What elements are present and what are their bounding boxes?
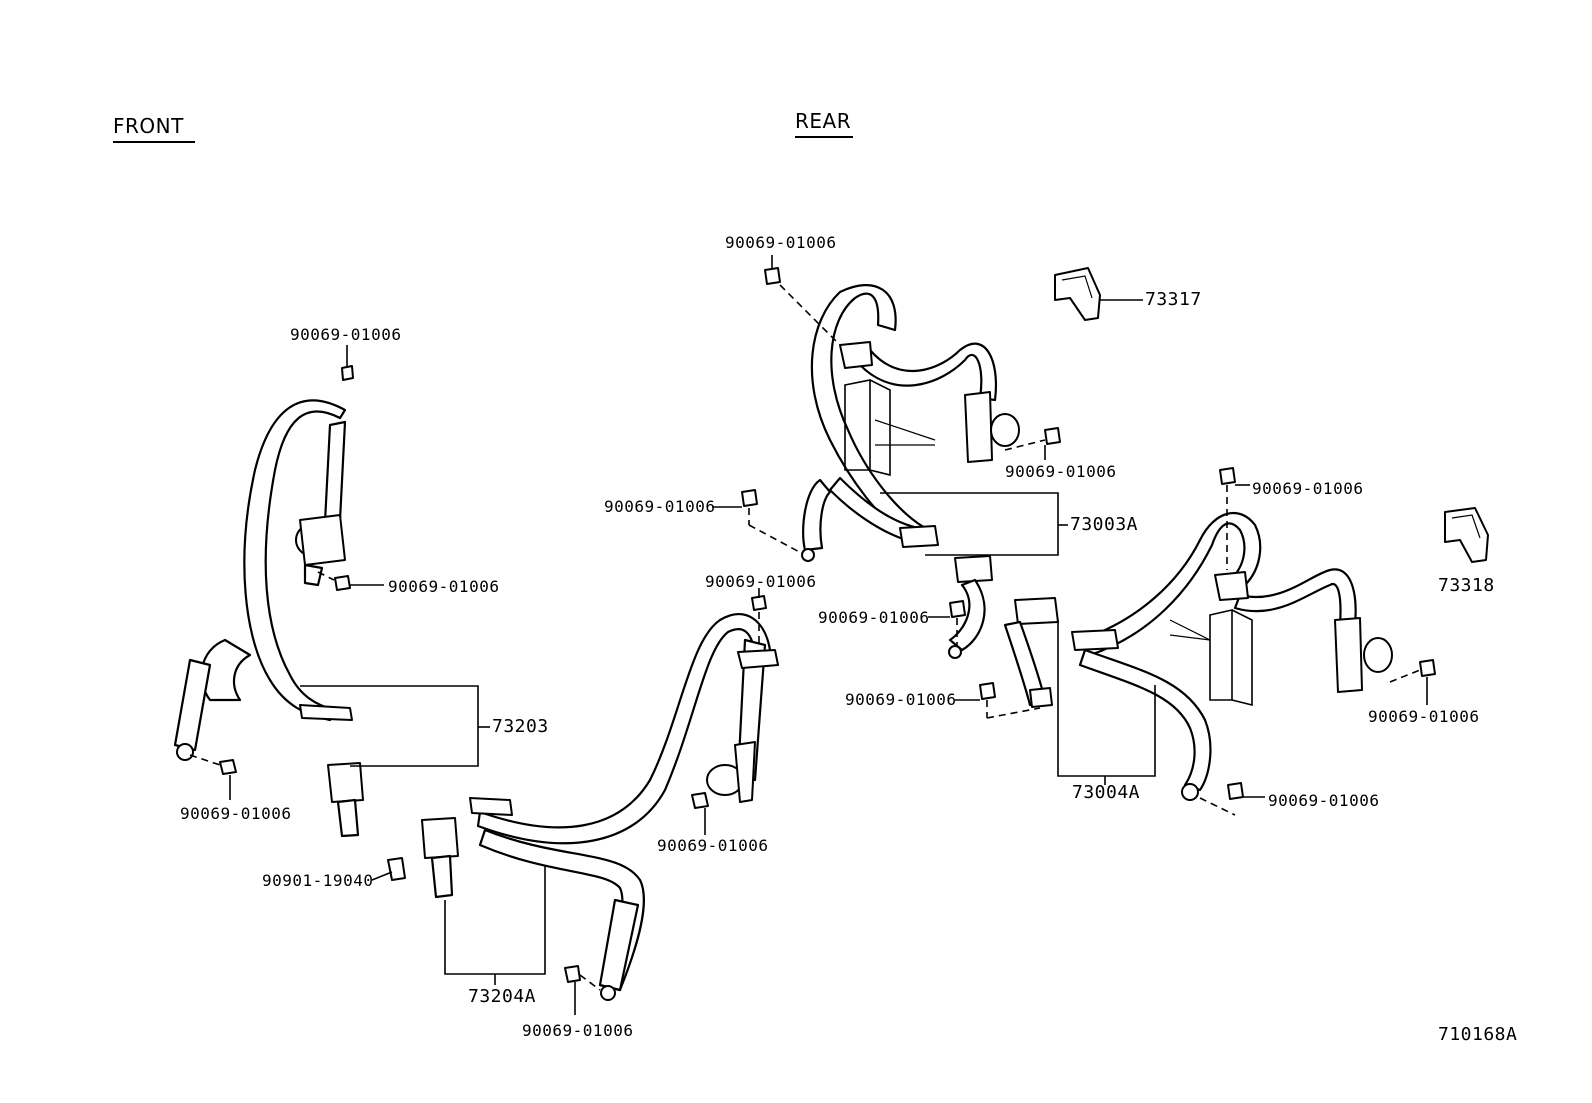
label-bolt-rear-right-anchor: 90069-01006 <box>1268 791 1380 810</box>
label-bolt-rear-center-1: 90069-01006 <box>818 608 930 627</box>
label-73317: 73317 <box>1145 289 1202 310</box>
front-bolts <box>189 345 406 881</box>
label-bolt-front-retractor: 90069-01006 <box>388 577 500 596</box>
rear-right-bolts <box>1199 467 1436 816</box>
label-bolt-rear-left-anchor: 90069-01006 <box>604 497 716 516</box>
bracket-73003A <box>880 492 1059 556</box>
front-lap-bolts <box>564 588 767 1015</box>
rear-right-belt <box>1071 511 1393 801</box>
cover-73318 <box>1444 507 1489 563</box>
label-buckle-bolt: 90901-19040 <box>262 871 374 890</box>
label-73203: 73203 <box>492 716 549 737</box>
label-bolt-rear-right-retractor: 90069-01006 <box>1368 707 1480 726</box>
bracket-73004A <box>1057 620 1156 777</box>
rear-left-belt <box>802 283 1020 552</box>
rear-left-pillar <box>844 379 936 477</box>
front-seat-belt <box>173 399 364 838</box>
label-bolt-rear-left-retractor: 90069-01006 <box>1005 462 1117 481</box>
label-bolt-front-lap-lower: 90069-01006 <box>522 1021 634 1040</box>
label-73004A: 73004A <box>1072 782 1141 803</box>
label-73003A: 73003A <box>1070 514 1139 535</box>
front-lap-belt <box>421 613 779 1001</box>
label-bolt-front-lap-top: 90069-01006 <box>705 572 817 591</box>
rear-left-bolts <box>712 255 1061 562</box>
section-rear: REAR <box>795 109 853 138</box>
section-front: FRONT <box>113 114 195 143</box>
label-73204A: 73204A <box>468 986 537 1007</box>
bracket-73204A <box>444 865 546 975</box>
rear-right-pillar <box>1169 608 1253 707</box>
label-bolt-front-top: 90069-01006 <box>290 325 402 344</box>
cover-73317 <box>1054 267 1143 321</box>
rear-center-buckles <box>948 555 1059 708</box>
label-bolt-front-anchor: 90069-01006 <box>180 804 292 823</box>
label-bolt-front-lap-retractor: 90069-01006 <box>657 836 769 855</box>
label-bolt-rear-left-top: 90069-01006 <box>725 233 837 252</box>
label-bolt-rear-center-2: 90069-01006 <box>845 690 957 709</box>
bracket-73203 <box>300 685 479 767</box>
label-bolt-rear-right-top: 90069-01006 <box>1252 479 1364 498</box>
figure-id: 710168A <box>1438 1024 1518 1045</box>
label-73318: 73318 <box>1438 575 1495 596</box>
rear-center-bolts <box>928 600 1041 719</box>
